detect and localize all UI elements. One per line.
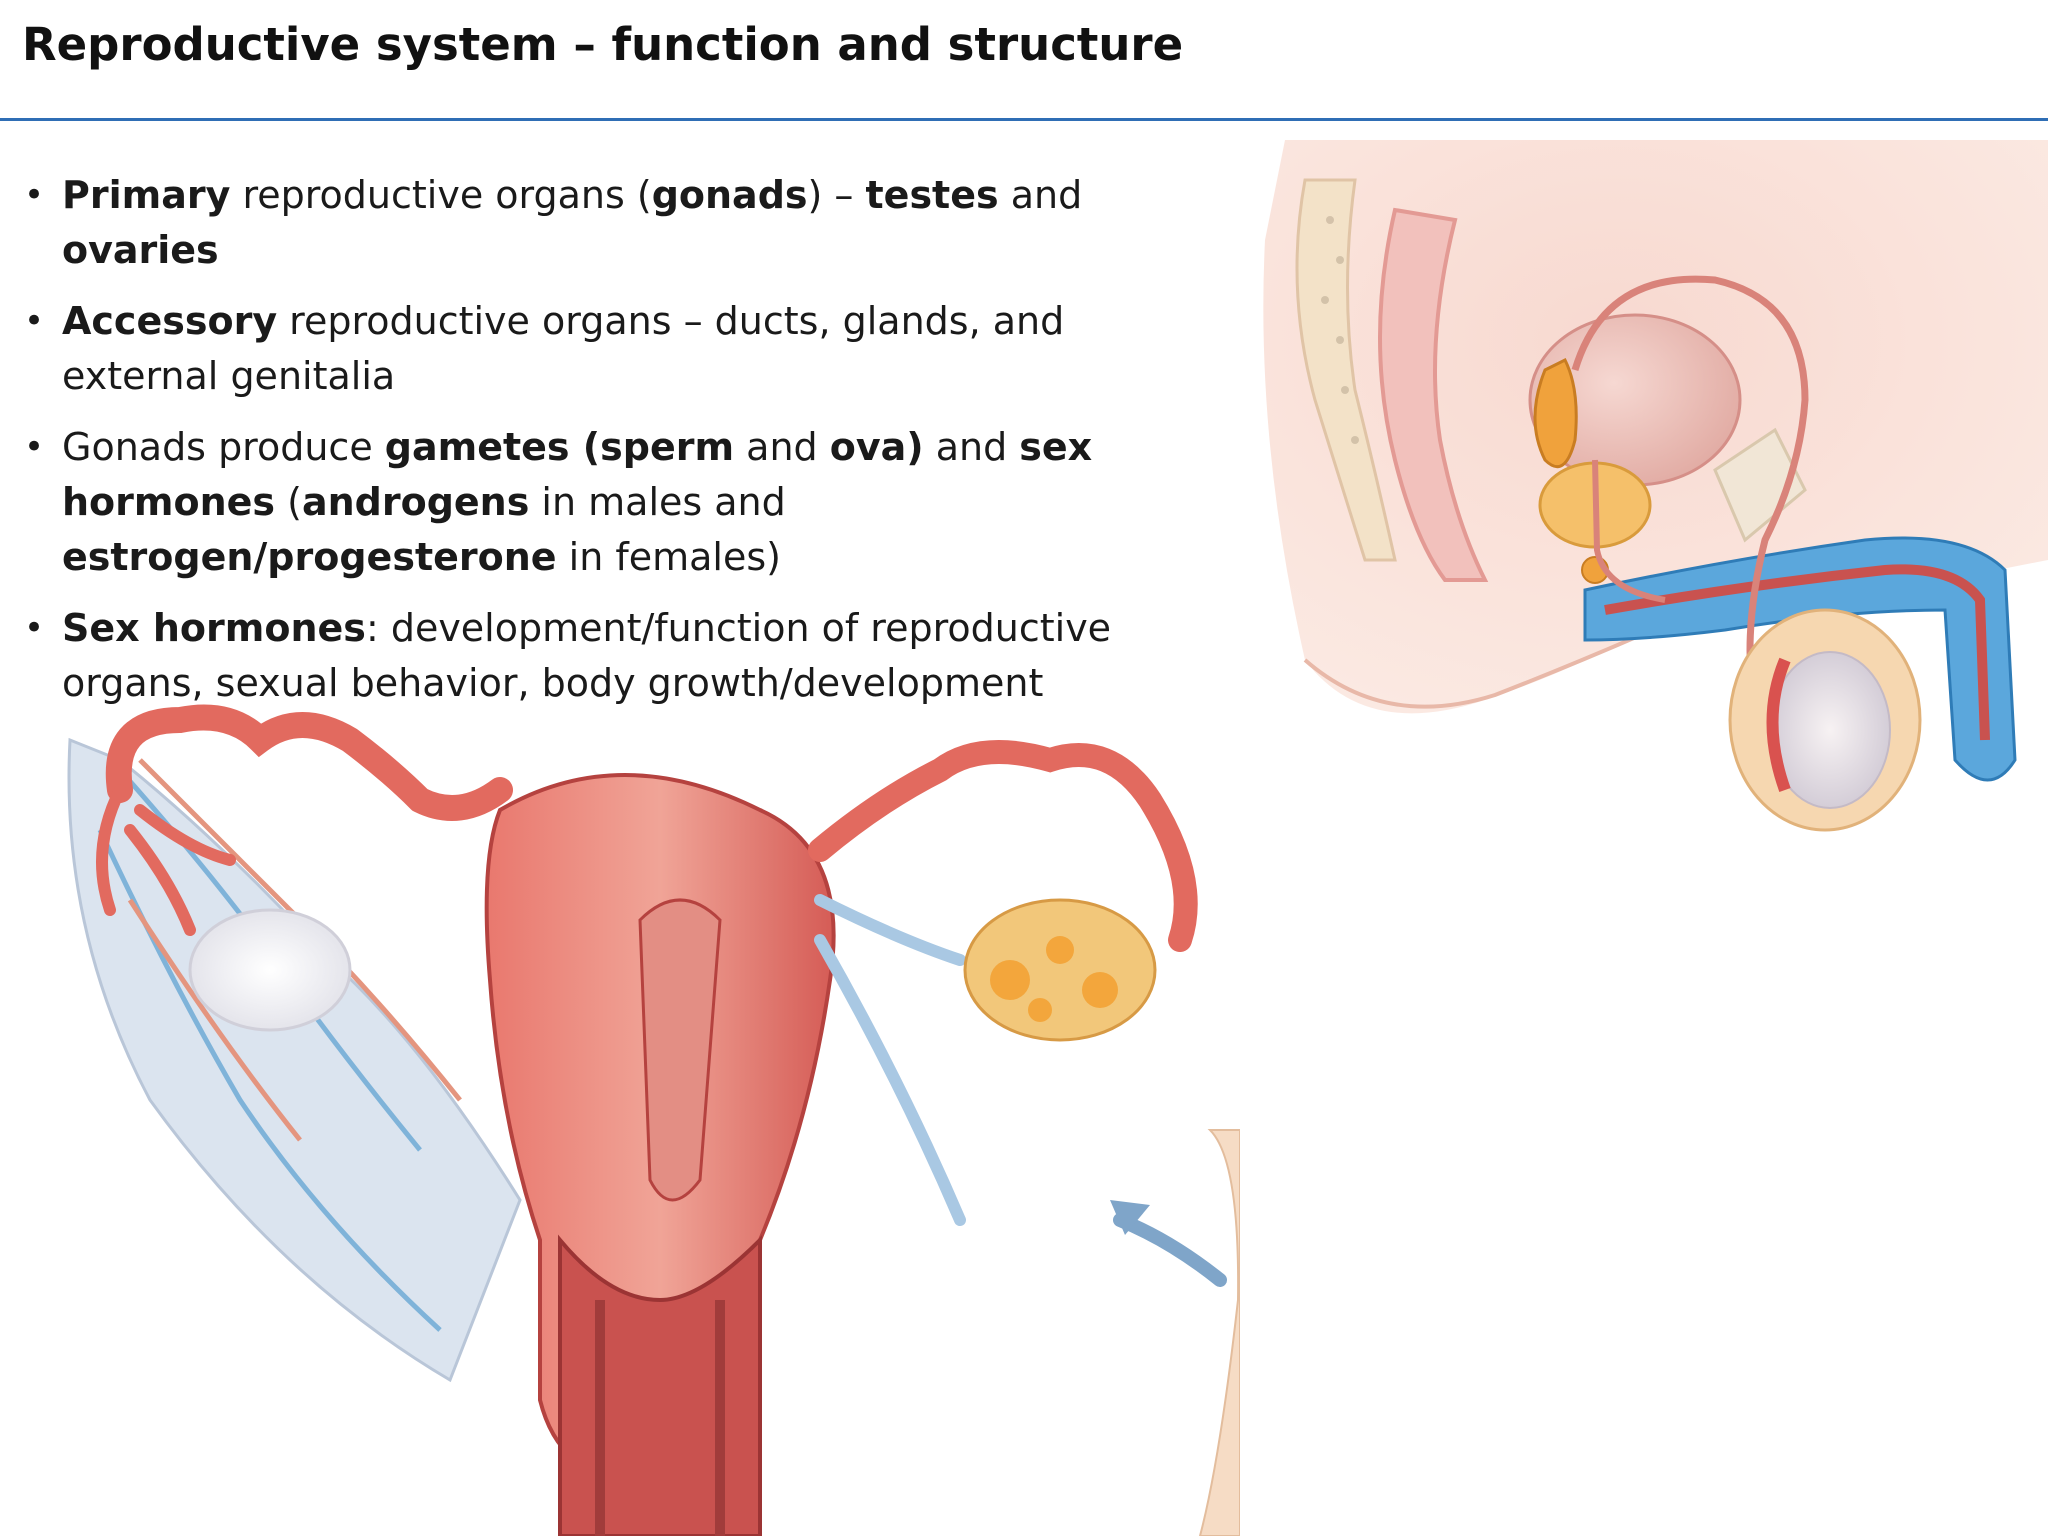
bullet-bold-term: gonads bbox=[651, 173, 808, 217]
bullet-bold-term: testes bbox=[865, 173, 999, 217]
bullet-item: • Sex hormones: development/function of r… bbox=[22, 601, 1212, 711]
bullet-bold-term: estrogen/progesterone bbox=[62, 535, 557, 579]
bullet-bold-term: sex hormones bbox=[62, 425, 1093, 524]
female-reproductive-illustration bbox=[0, 680, 1240, 1536]
bullet-text: and bbox=[923, 425, 1020, 469]
bullet-text: Gonads produce bbox=[62, 425, 385, 469]
bullet-dot-icon: • bbox=[24, 175, 45, 215]
bullet-item: • Accessory reproductive organs – ducts, … bbox=[22, 294, 1212, 404]
bullet-dot-icon: • bbox=[24, 301, 45, 341]
bullet-text: : development/function of reproductive o… bbox=[62, 606, 1112, 705]
bullet-bold-term: ova) bbox=[829, 425, 924, 469]
title-divider bbox=[0, 118, 2048, 121]
bullet-list: •Primary reproductive organs (gonads) – … bbox=[22, 168, 1212, 727]
bullet-text: ) – bbox=[807, 173, 866, 217]
bullet-item: •Gonads produce gametes (sperm and ova) … bbox=[22, 420, 1212, 585]
bullet-text: reproductive organs – ducts, glands, and… bbox=[62, 299, 1065, 398]
bullet-text: in males and bbox=[529, 480, 786, 524]
male-reproductive-anatomy-icon bbox=[1263, 140, 2048, 832]
male-reproductive-illustration bbox=[1245, 140, 2048, 840]
female-reproductive-anatomy-icon bbox=[67, 704, 1240, 1536]
bullet-bold-term: Sex hormones bbox=[62, 606, 366, 650]
slide-title: Reproductive system – function and struc… bbox=[22, 18, 1184, 71]
bullet-item: •Primary reproductive organs (gonads) – … bbox=[22, 168, 1212, 278]
bullet-bold-term: gametes (sperm bbox=[384, 425, 735, 469]
bullet-bold-term: Primary bbox=[62, 173, 231, 217]
bullet-text: reproductive organs ( bbox=[230, 173, 652, 217]
bullet-text: and bbox=[998, 173, 1083, 217]
bullet-bold-term: Accessory bbox=[62, 299, 278, 343]
bullet-text: in females) bbox=[556, 535, 781, 579]
bullet-dot-icon: • bbox=[24, 427, 45, 467]
bullet-text: and bbox=[734, 425, 830, 469]
bullet-dot-icon: • bbox=[24, 608, 45, 648]
bullet-bold-term: ovaries bbox=[62, 228, 219, 272]
bullet-text: ( bbox=[275, 480, 302, 524]
bullet-bold-term: androgens bbox=[301, 480, 530, 524]
